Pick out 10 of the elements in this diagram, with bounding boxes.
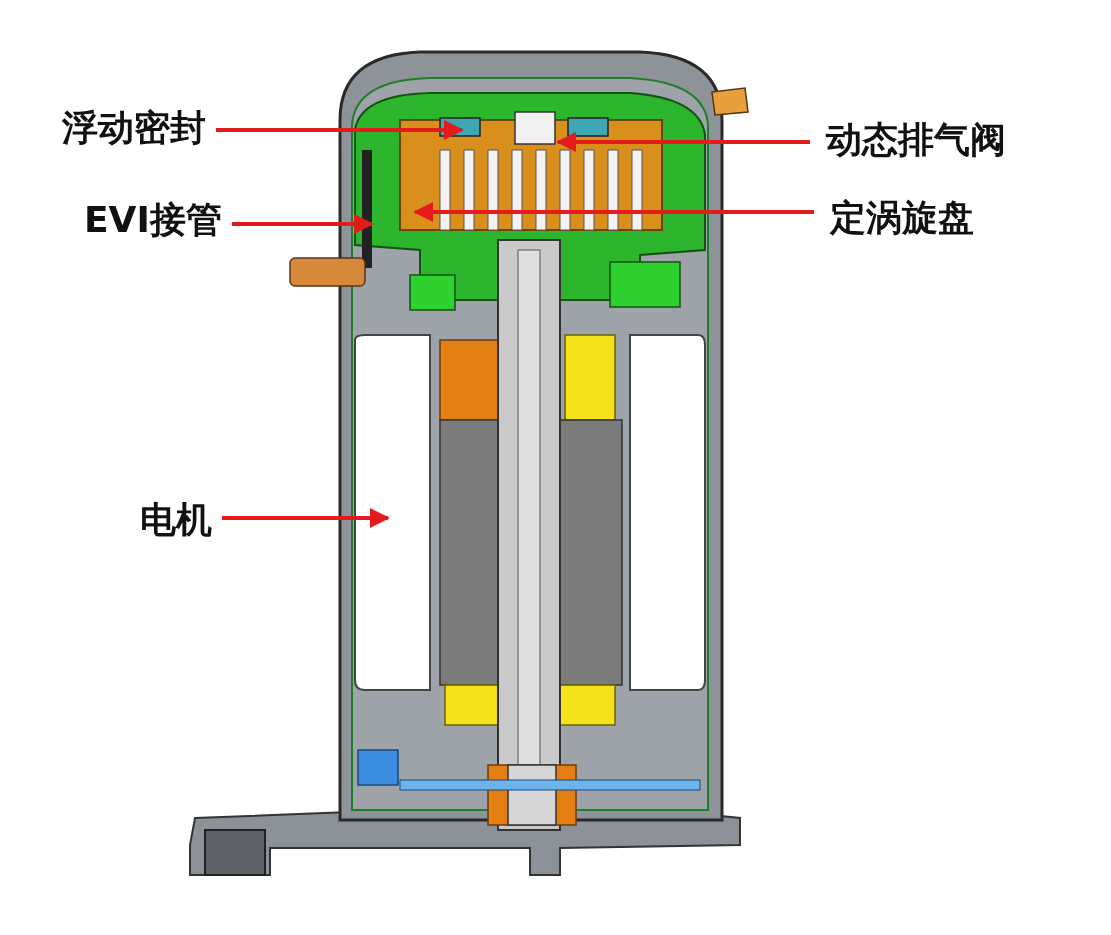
part-label: 电机 (140, 498, 212, 542)
leader-arrow (216, 120, 464, 140)
leader-arrow (231, 214, 374, 234)
part-label: 浮动密封 (62, 106, 206, 150)
part-label: 动态排气阀 (826, 118, 1006, 162)
part-label: 定涡旋盘 (830, 196, 974, 240)
leader-arrow (222, 508, 390, 528)
leader-arrow (413, 202, 814, 222)
leader-arrow (556, 132, 810, 152)
part-label: EVI接管 (84, 198, 222, 242)
